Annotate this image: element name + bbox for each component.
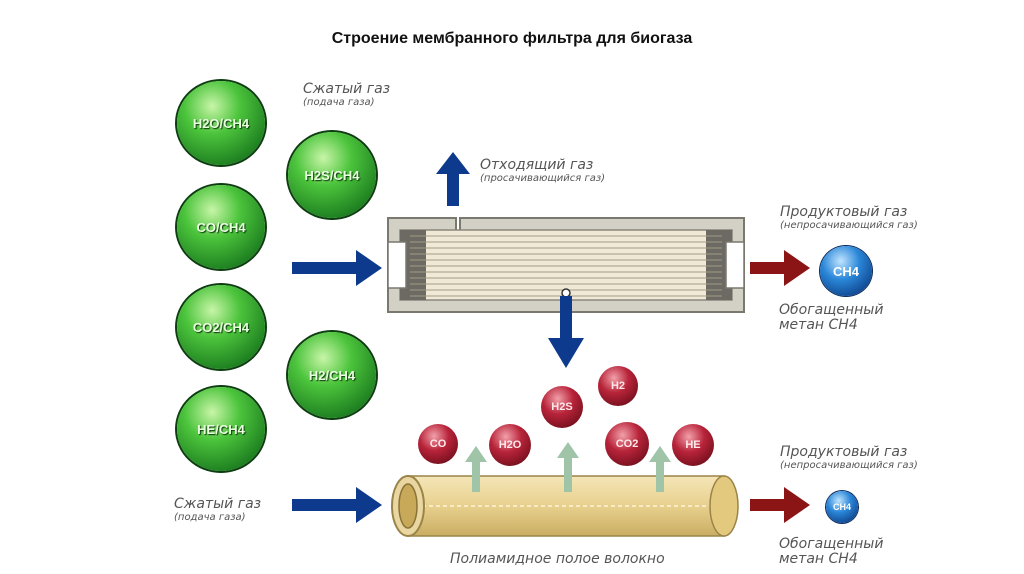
molecule-sphere-green: H2O/CH4 — [177, 81, 265, 165]
ch4-label: CH4 — [832, 502, 851, 512]
molecule-sphere-green: CO2/CH4 — [177, 285, 265, 369]
down-arrow-to-fiber — [548, 296, 584, 368]
molecule-label: HE/CH4 — [197, 421, 245, 437]
molecule-sphere-green: CO/CH4 — [177, 185, 265, 269]
permeate-gas-label: Отходящий газ (просачивающийся газ) — [480, 157, 606, 185]
ch4-sphere-bottom: CH4 — [826, 491, 858, 523]
compressed-gas-label-bottom: Сжатый газ (подача газа) — [174, 496, 262, 524]
molecule-label: H2 — [610, 380, 626, 392]
retentate-arrow-bottom — [750, 487, 810, 523]
molecule-sphere-red: H2S — [541, 386, 583, 428]
compressed-gas-subtitle: (подача газа) — [174, 512, 246, 524]
product-gas-title: Продуктовый газ — [780, 444, 908, 460]
molecule-label: H2S — [551, 401, 573, 413]
molecule-sphere-green: H2S/CH4 — [288, 132, 376, 218]
permeation-arrows — [465, 442, 671, 492]
product-gas-label-bottom: Продуктовый газ (непросачивающийся газ) — [780, 444, 918, 472]
molecule-label: CO/CH4 — [196, 219, 246, 235]
feed-arrow-top — [292, 250, 382, 286]
molecule-sphere-red: CO — [418, 424, 458, 464]
molecule-sphere-red: H2O — [489, 424, 531, 466]
molecule-sphere-red: CO2 — [605, 422, 649, 466]
fiber-label-text: Полиамидное полое волокно — [450, 551, 665, 567]
feed-arrow-bottom — [292, 487, 382, 523]
membrane-filter-housing — [387, 217, 745, 313]
page-title: Строение мембранного фильтра для биогаза — [331, 30, 693, 47]
molecule-label: CO — [429, 438, 447, 450]
enriched-methane-line1: Обогащенный — [779, 536, 884, 552]
molecule-label: CO2 — [615, 438, 639, 450]
molecule-sphere-red: H2 — [598, 366, 638, 406]
permeate-gas-title: Отходящий газ — [480, 157, 594, 173]
enriched-methane-line2: метан CH4 — [779, 551, 858, 568]
product-gas-label-top: Продуктовый газ (непросачивающийся газ) — [780, 204, 918, 232]
enriched-methane-label-bottom: Обогащенный метан CH4 — [779, 536, 884, 568]
enriched-methane-label-top: Обогащенный метан CH4 — [779, 302, 884, 334]
molecule-sphere-green: H2/CH4 — [288, 332, 376, 418]
product-gas-title: Продуктовый газ — [780, 204, 908, 220]
molecule-label: H2S/CH4 — [304, 167, 360, 183]
compressed-gas-label-top: Сжатый газ (подача газа) — [303, 81, 391, 109]
permeate-arrow-up — [436, 152, 470, 206]
retentate-arrow-top — [750, 250, 810, 286]
molecule-label: H2O — [498, 439, 522, 451]
molecule-sphere-red: HE — [672, 424, 714, 466]
enriched-methane-line1: Обогащенный — [779, 302, 884, 318]
molecule-label: HE — [685, 439, 701, 451]
molecule-sphere-green: HE/CH4 — [177, 387, 265, 471]
fiber-label: Полиамидное полое волокно — [450, 551, 665, 567]
compressed-gas-title: Сжатый газ — [174, 496, 262, 512]
compressed-gas-title: Сжатый газ — [303, 81, 391, 97]
ch4-sphere-top: CH4 — [820, 246, 872, 296]
molecule-label: H2/CH4 — [308, 367, 356, 383]
product-gas-subtitle: (непросачивающийся газ) — [780, 460, 918, 472]
permeate-gas-subtitle: (просачивающийся газ) — [480, 173, 606, 185]
product-gas-subtitle: (непросачивающийся газ) — [780, 220, 918, 232]
enriched-methane-line2: метан CH4 — [779, 317, 858, 334]
ch4-label: CH4 — [832, 263, 859, 279]
molecule-label: CO2/CH4 — [192, 319, 250, 335]
compressed-gas-subtitle: (подача газа) — [303, 97, 375, 109]
molecule-label: H2O/CH4 — [192, 115, 250, 131]
